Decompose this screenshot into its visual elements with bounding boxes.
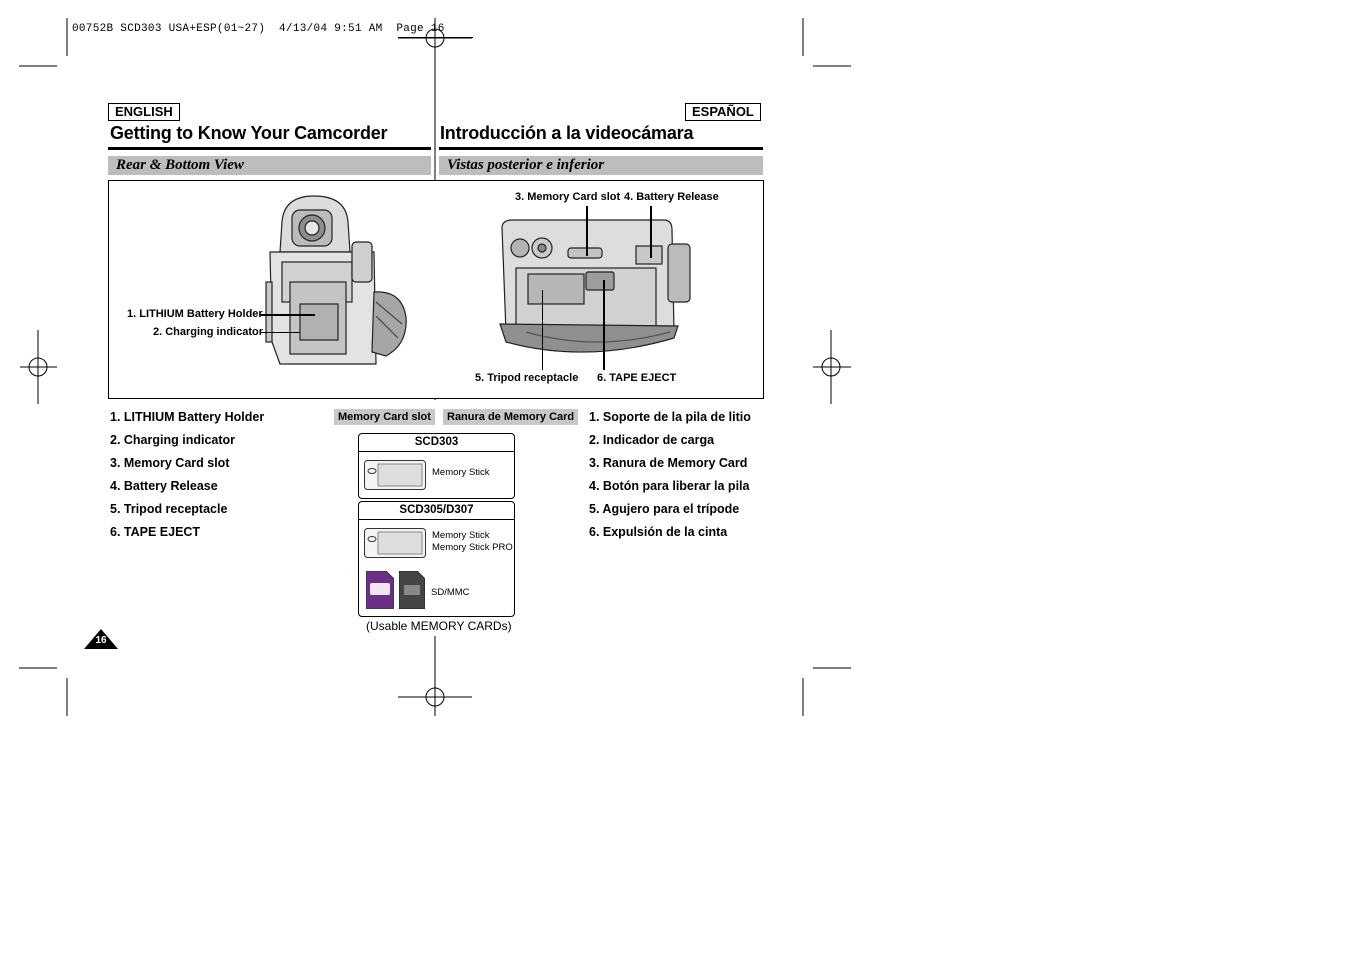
english-title: Getting to Know Your Camcorder bbox=[110, 123, 388, 143]
english-badge: ENGLISH bbox=[108, 103, 180, 121]
spanish-badge: ESPAÑOL bbox=[685, 103, 761, 121]
spanish-title: Introducción a la videocámara bbox=[440, 123, 694, 143]
leader-line-2 bbox=[260, 332, 300, 333]
spanish-item-5: 5. Agujero para el trípode bbox=[589, 502, 740, 516]
spanish-section-title: Vistas posterior e inferior bbox=[447, 157, 605, 173]
spanish-item-1: 1. Soporte de la pila de litio bbox=[589, 410, 751, 424]
spanish-item-4: 4. Botón para liberar la pila bbox=[589, 479, 750, 493]
usable-memory-cards-caption: (Usable MEMORY CARDs) bbox=[366, 619, 512, 633]
english-item-5: 5. Tripod receptacle bbox=[110, 502, 228, 516]
leader-line-4 bbox=[650, 206, 652, 258]
card-box-scd303-title: SCD303 bbox=[414, 436, 459, 448]
spanish-title-rule bbox=[439, 147, 763, 150]
page-number-triangle bbox=[84, 629, 118, 649]
spanish-item-2: 2. Indicador de carga bbox=[589, 433, 715, 447]
callout-lithium-battery-holder: 1. LITHIUM Battery Holder bbox=[127, 308, 263, 320]
memory-stick-pro-label: Memory Stick PRO bbox=[432, 542, 513, 553]
callout-charging-indicator: 2. Charging indicator bbox=[153, 326, 264, 338]
leader-line-1 bbox=[260, 314, 315, 316]
english-item-list: 1. LITHIUM Battery Holder 2. Charging in… bbox=[110, 410, 330, 550]
memory-card-slot-tag: Memory Card slot bbox=[334, 409, 435, 425]
english-title-rule bbox=[108, 147, 431, 150]
english-section-bar: Rear & Bottom View bbox=[108, 156, 431, 175]
leader-line-6 bbox=[603, 280, 605, 370]
callout-memory-card-slot: 3. Memory Card slot bbox=[515, 191, 621, 203]
card-box-scd305-title: SCD305/D307 bbox=[399, 504, 474, 516]
memory-stick-icon bbox=[364, 460, 426, 490]
sd-mmc-label: SD/MMC bbox=[431, 587, 470, 598]
card-box-scd303: SCD303 Memory Stick bbox=[358, 433, 515, 499]
sd-card-icon bbox=[366, 571, 394, 609]
leader-line-3 bbox=[586, 206, 588, 256]
callout-tripod-receptacle: 5. Tripod receptacle bbox=[475, 372, 579, 384]
page-number: 16 bbox=[95, 635, 107, 646]
print-header: 00752B SCD303 USA+ESP(01~27) 4/13/04 9:5… bbox=[72, 23, 445, 35]
memory-stick-label-2: Memory Stick bbox=[432, 530, 490, 541]
callout-battery-release: 4. Battery Release bbox=[624, 191, 719, 203]
spanish-section-bar: Vistas posterior e inferior bbox=[439, 156, 763, 175]
english-item-6: 6. TAPE EJECT bbox=[110, 525, 201, 539]
spanish-item-6: 6. Expulsión de la cinta bbox=[589, 525, 728, 539]
spanish-item-3: 3. Ranura de Memory Card bbox=[589, 456, 748, 470]
leader-line-5 bbox=[542, 290, 543, 370]
mmc-card-icon bbox=[399, 571, 425, 609]
camcorder-bottom-illustration bbox=[499, 219, 691, 353]
english-item-1: 1. LITHIUM Battery Holder bbox=[110, 410, 265, 424]
spanish-item-list: 1. Soporte de la pila de litio 2. Indica… bbox=[589, 410, 761, 550]
memory-stick-label-1: Memory Stick bbox=[432, 467, 490, 478]
memory-stick-pro-icon bbox=[364, 528, 426, 558]
ranura-memory-card-tag: Ranura de Memory Card bbox=[443, 409, 579, 425]
camcorder-rear-illustration bbox=[265, 195, 407, 365]
callout-tape-eject: 6. TAPE EJECT bbox=[597, 372, 677, 384]
english-item-2: 2. Charging indicator bbox=[110, 433, 236, 447]
english-item-3: 3. Memory Card slot bbox=[110, 456, 230, 470]
card-box-scd305-d307: SCD305/D307 Memory Stick Memory Stick PR… bbox=[358, 501, 515, 617]
english-section-title: Rear & Bottom View bbox=[116, 157, 244, 173]
english-item-4: 4. Battery Release bbox=[110, 479, 218, 493]
